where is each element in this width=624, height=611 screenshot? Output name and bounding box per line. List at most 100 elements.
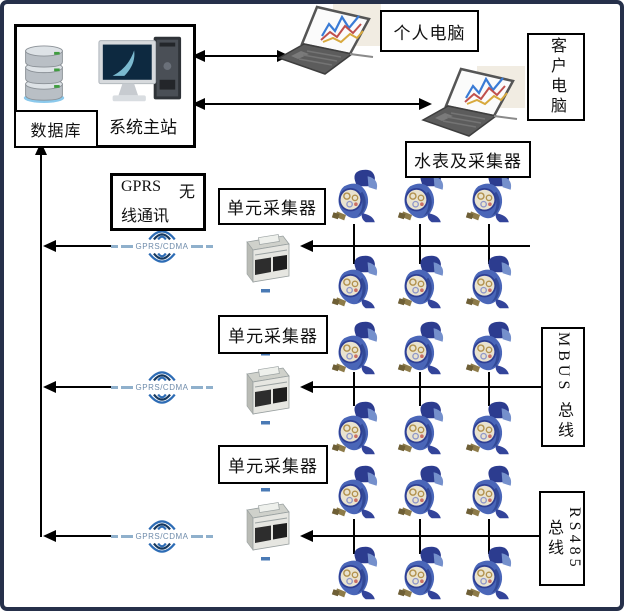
gprs-cdma-label: GPRS/CDMA (135, 382, 189, 392)
water-meter-icon (328, 168, 382, 226)
dash-icon (110, 534, 118, 538)
meter-stub (488, 536, 490, 554)
meter-stub (488, 387, 490, 406)
unit-collector-box-2: 单元采集器 (218, 315, 328, 354)
water-meter-icon (328, 320, 382, 378)
host-computer-icon (95, 34, 185, 106)
dash-icon (191, 385, 204, 389)
dash-icon (110, 244, 118, 248)
dash-icon (206, 534, 214, 538)
meter-stub (353, 246, 355, 264)
gprs-cdma-icon: GPRS/CDMA (110, 221, 214, 271)
bus-line-3-rs485 (312, 535, 539, 537)
meter-stub (419, 224, 421, 246)
water-meter-icon (328, 254, 382, 312)
water-meter-icon (394, 545, 448, 603)
water-meter-icon (462, 545, 516, 603)
gprs-word: GPRS (121, 178, 162, 195)
arrowhead-right-icon (419, 98, 432, 110)
meters-and-collectors-label: 水表及采集器 (414, 152, 522, 171)
system-master-station-box: 数据库 系统主站 (14, 24, 196, 148)
meter-stub (488, 519, 490, 536)
arrowhead-left-icon (300, 240, 313, 252)
dash-icon (120, 385, 133, 389)
arrowhead-left-icon (43, 240, 56, 252)
gprs-cdma-icon: GPRS/CDMA (110, 511, 214, 561)
water-meter-icon (462, 254, 516, 312)
meter-stub (419, 387, 421, 406)
radio-waves-down-icon (145, 252, 179, 267)
gprs-cdma-label: GPRS/CDMA (135, 531, 189, 541)
arrow-station-laptop2 (202, 103, 422, 105)
meter-stub (353, 519, 355, 536)
radio-waves-down-icon (145, 542, 179, 557)
gprs-wireless-box: GPRS 无 线通讯 (110, 173, 206, 231)
unit-collector-label: 单元采集器 (228, 457, 318, 476)
water-meter-icon (328, 545, 382, 603)
laptop-icon (421, 66, 525, 142)
database-label: 数据库 (30, 123, 82, 140)
arrow-station-laptop1 (202, 55, 280, 57)
database-icon (21, 42, 67, 106)
client-computer-label: 客户电脑 (548, 37, 565, 117)
unit-collector-label: 单元采集器 (227, 199, 317, 218)
radio-waves-up-icon (145, 516, 179, 531)
arrow-gprs1-backbone (54, 245, 118, 247)
arrow-gprs3-backbone (54, 535, 118, 537)
unit-collector-icon (233, 352, 297, 426)
radio-waves-up-icon (145, 367, 179, 382)
meter-stub (353, 536, 355, 554)
arrowhead-left-icon (300, 530, 313, 542)
dash-icon (206, 385, 214, 389)
personal-computer-label: 个人电脑 (393, 23, 466, 43)
unit-collector-label: 单元采集器 (228, 327, 318, 346)
meter-stub (488, 246, 490, 264)
arrowhead-left-icon (43, 530, 56, 542)
host-label: 系统主站 (109, 118, 177, 137)
water-meter-icon (394, 464, 448, 522)
rs485-bus-box: RS485 总线 (539, 491, 585, 586)
meter-stub (488, 372, 490, 387)
dash-icon (110, 385, 118, 389)
meter-stub (419, 519, 421, 536)
meter-stub (488, 224, 490, 246)
dash-icon (120, 244, 133, 248)
meter-stub (419, 372, 421, 387)
unit-collector-icon (233, 220, 297, 294)
water-meter-icon (328, 400, 382, 458)
water-meter-icon (394, 400, 448, 458)
dash-icon (191, 244, 204, 248)
water-meter-icon (394, 254, 448, 312)
gprs-line2: 线通讯 (121, 208, 170, 225)
unit-collector-box-1: 单元采集器 (218, 188, 326, 225)
database-label-box: 数据库 (14, 110, 98, 148)
mbus-bus-box: MBUS 总线 (541, 327, 585, 447)
meter-stub (353, 372, 355, 387)
backbone-line (40, 153, 42, 537)
water-meter-icon (394, 320, 448, 378)
laptop-icon (277, 4, 381, 80)
meter-stub (353, 387, 355, 406)
client-computer-box: 客户电脑 (527, 33, 585, 121)
water-meter-icon (462, 400, 516, 458)
water-meter-icon (462, 464, 516, 522)
radio-waves-down-icon (145, 393, 179, 408)
unit-collector-icon (233, 488, 297, 562)
meter-stub (419, 246, 421, 264)
gprs-cdma-label: GPRS/CDMA (135, 241, 189, 251)
dash-icon (191, 534, 204, 538)
gprs-cdma-icon: GPRS/CDMA (110, 362, 214, 412)
mbus-bus-label: MBUS 总线 (555, 332, 572, 442)
personal-computer-box: 个人电脑 (380, 10, 479, 52)
arrow-gprs2-backbone (54, 386, 118, 388)
water-meter-icon (462, 320, 516, 378)
arrowhead-left-icon (43, 381, 56, 393)
rs485-bus-label: RS485 总线 (545, 506, 583, 571)
arrowhead-left-icon (300, 381, 313, 393)
unit-collector-box-3: 单元采集器 (218, 445, 328, 484)
meter-stub (353, 224, 355, 246)
gprs-word: 无 (178, 184, 195, 201)
bus-line-1 (312, 245, 530, 247)
meters-and-collectors-box: 水表及采集器 (405, 141, 531, 178)
